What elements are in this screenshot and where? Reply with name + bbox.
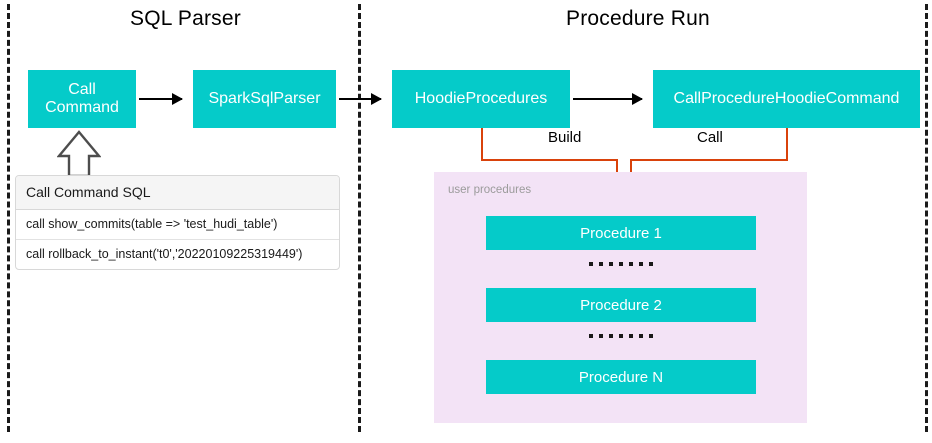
ellipsis-dot bbox=[639, 262, 643, 266]
ellipsis-dot bbox=[639, 334, 643, 338]
sql-statement-row: call show_commits(table => 'test_hudi_ta… bbox=[16, 210, 339, 240]
user-procedures-label: user procedures bbox=[448, 184, 532, 196]
ellipsis-dot bbox=[599, 262, 603, 266]
build-connector-segment-vertical bbox=[481, 128, 483, 161]
node-call-procedure-hoodie-command: CallProcedureHoodieCommand bbox=[653, 70, 920, 128]
ellipsis-dot bbox=[619, 334, 623, 338]
ellipsis-dot bbox=[609, 334, 613, 338]
node-call-command: Call Command bbox=[28, 70, 136, 128]
hollow-up-arrow-icon bbox=[57, 130, 101, 178]
call-connector-segment-drop bbox=[630, 159, 632, 174]
ellipsis-dot bbox=[599, 334, 603, 338]
ellipsis-dot bbox=[649, 262, 653, 266]
dashed-divider-middle bbox=[358, 4, 361, 432]
build-connector-segment-drop bbox=[616, 159, 618, 174]
node-spark-sql-parser: SparkSqlParser bbox=[193, 70, 336, 128]
call-connector-segment-vertical bbox=[786, 128, 788, 161]
ellipsis-dots bbox=[486, 254, 756, 274]
section-title-sql-parser: SQL Parser bbox=[130, 7, 241, 30]
section-title-procedure-run: Procedure Run bbox=[566, 7, 710, 30]
connector-label-build: Build bbox=[548, 129, 582, 146]
connector-label-call: Call bbox=[697, 129, 723, 146]
node-hoodie-procedures: HoodieProcedures bbox=[392, 70, 570, 128]
ellipsis-dot bbox=[589, 334, 593, 338]
sql-panel-header: Call Command SQL bbox=[16, 176, 339, 210]
procedure-box: Procedure 2 bbox=[486, 288, 756, 322]
procedure-box: Procedure 1 bbox=[486, 216, 756, 250]
call-command-sql-panel: Call Command SQL call show_commits(table… bbox=[15, 175, 340, 270]
ellipsis-dot bbox=[629, 334, 633, 338]
dashed-divider-right bbox=[925, 4, 928, 432]
user-procedures-panel: user procedures Procedure 1 Procedure 2 … bbox=[434, 172, 807, 423]
arrow-call-command-to-parser-icon bbox=[139, 93, 183, 105]
ellipsis-dot bbox=[629, 262, 633, 266]
sql-statement-row: call rollback_to_instant('t0','202201092… bbox=[26, 247, 303, 261]
ellipsis-dot bbox=[649, 334, 653, 338]
dashed-divider-left bbox=[7, 4, 10, 432]
call-connector-segment-horizontal bbox=[630, 159, 788, 161]
ellipsis-dots bbox=[486, 326, 756, 346]
build-connector-segment-horizontal bbox=[481, 159, 618, 161]
ellipsis-dot bbox=[619, 262, 623, 266]
ellipsis-dot bbox=[609, 262, 613, 266]
procedure-box: Procedure N bbox=[486, 360, 756, 394]
arrow-hoodie-procedures-to-command-icon bbox=[573, 93, 643, 105]
ellipsis-dot bbox=[589, 262, 593, 266]
arrow-parser-to-hoodie-procedures-icon bbox=[339, 93, 382, 105]
